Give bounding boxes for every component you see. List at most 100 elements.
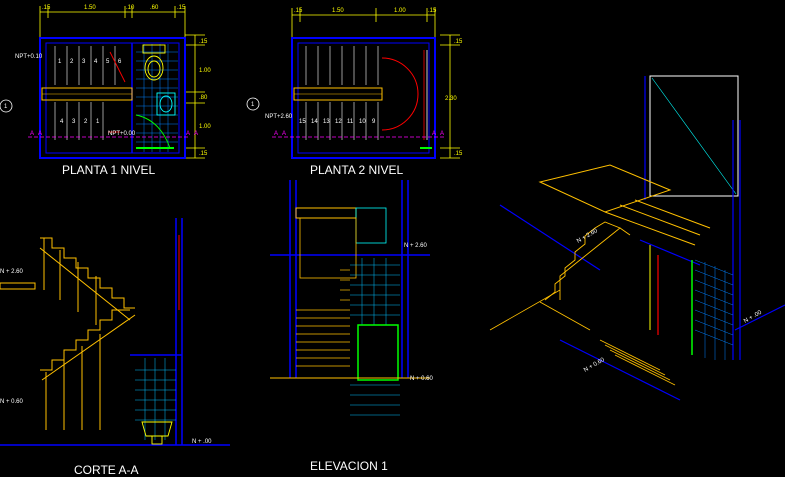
elevation-1: N + 2.60 N + 0.60 ELEVACION 1 bbox=[270, 180, 434, 473]
plan2-dimension-right bbox=[440, 34, 460, 159]
plan1-section-mark-left: A bbox=[30, 131, 34, 137]
elevation-title: ELEVACION 1 bbox=[310, 459, 388, 473]
plan1-dim-top-2: .10 bbox=[126, 5, 135, 11]
section-aa: N + 2.60 N + 0.60 N + .00 CORTE A-A bbox=[0, 218, 230, 477]
plan1-dim-top-4: .15 bbox=[177, 5, 186, 11]
elevation-stair-risers bbox=[296, 269, 350, 367]
section-title: CORTE A-A bbox=[74, 463, 138, 477]
iso-upper-landing bbox=[538, 164, 711, 246]
plan1-dim-top-3: .60 bbox=[150, 5, 159, 11]
plan1-dim-right-1: 1.00 bbox=[199, 68, 211, 74]
plan1-axis-label: 1 bbox=[4, 104, 8, 110]
plan2-landing-arc bbox=[381, 57, 419, 131]
plan2-step-11: 11 bbox=[347, 119, 354, 125]
plan2-section-mark-right: A bbox=[432, 131, 436, 137]
iso-stair-flight bbox=[539, 221, 631, 331]
plan1-axis-bubble bbox=[0, 99, 13, 113]
section-sink bbox=[141, 421, 173, 445]
plan2-outer-wall bbox=[291, 37, 436, 159]
plan2-section-mark-right-2: A bbox=[440, 131, 444, 137]
plan2-dim-right-1: 2.30 bbox=[445, 96, 457, 102]
iso-tiles bbox=[694, 259, 734, 360]
plan2-step-12: 12 bbox=[335, 119, 342, 125]
plan1-dim-top-1: 1.50 bbox=[84, 5, 96, 11]
plan1-title: PLANTA 1 NIVEL bbox=[62, 163, 155, 177]
plan1-outer-wall bbox=[39, 37, 186, 159]
plan1-dimension-right bbox=[185, 34, 205, 159]
plan1-stair-lower bbox=[54, 102, 104, 140]
plan2-stair-lower bbox=[305, 102, 379, 140]
plan2-step-14: 14 bbox=[311, 119, 318, 125]
plan2-step-9: 9 bbox=[372, 119, 376, 125]
iso-level-0: N + 2.60 bbox=[576, 228, 599, 245]
plan1-level-top: NPT+0.10 bbox=[15, 54, 43, 60]
plan1-section-mark-right: A bbox=[186, 131, 190, 137]
plan2-inner-wall bbox=[297, 42, 430, 154]
plan1-step-6: 6 bbox=[118, 59, 122, 65]
plan1-stair-upper bbox=[54, 46, 116, 85]
plan2-dim-top-2: 1.00 bbox=[394, 8, 406, 14]
elevation-level-0: N + 2.60 bbox=[404, 243, 428, 249]
plan2-dimension-top bbox=[291, 8, 436, 40]
section-stair-upper bbox=[39, 237, 135, 325]
plan1-step-4: 4 bbox=[94, 59, 98, 65]
plan2-stair-upper bbox=[305, 46, 379, 85]
iso-level-2: N + 0.60 bbox=[583, 357, 606, 374]
plan2-step-10: 10 bbox=[359, 119, 366, 125]
plan1-section-mark-right-2: A bbox=[194, 131, 198, 137]
plan1-inner-wall bbox=[45, 42, 180, 154]
plan1-door-swing bbox=[135, 114, 171, 149]
plan2-step-15: 15 bbox=[299, 119, 306, 125]
elevation-upper-window bbox=[355, 207, 387, 244]
elevation-level-1: N + 0.60 bbox=[410, 376, 434, 382]
elevation-tiles bbox=[350, 258, 400, 416]
plan1-section-mark-left-2: A bbox=[38, 131, 42, 137]
elevation-upper-room bbox=[299, 217, 357, 279]
plan2-section-mark-left: A bbox=[274, 131, 278, 137]
plan1-dimension-top bbox=[39, 6, 186, 40]
iso-lower-stair bbox=[489, 289, 676, 386]
plan2-dim-top-3: .15 bbox=[428, 8, 437, 14]
plan1-dim-top-0: .15 bbox=[42, 5, 51, 11]
plan-level-2: .15 1.50 1.00 .15 .15 2.30 .15 bbox=[246, 8, 463, 177]
elevation-walls bbox=[270, 180, 430, 378]
plan1-step-5: 5 bbox=[106, 59, 110, 65]
section-walls bbox=[0, 218, 230, 446]
plan1-dim-right-4: .15 bbox=[199, 151, 208, 157]
plan2-step-13: 13 bbox=[323, 119, 330, 125]
isometric-view: N + 2.60 N + .00 N + 0.60 bbox=[489, 75, 785, 401]
plan-level-1: .15 1.50 .10 .60 .15 .15 1.00 .80 1.00 .… bbox=[0, 5, 211, 177]
plan1-dim-right-0: .15 bbox=[199, 39, 208, 45]
plan1-sink bbox=[156, 92, 176, 116]
plan1-step-2: 2 bbox=[70, 59, 74, 65]
plan1-direction-arrow bbox=[109, 51, 126, 83]
plan1-level-bottom: NPT+0.00 bbox=[108, 131, 136, 137]
iso-window-glass bbox=[651, 77, 737, 195]
plan1-step-1: 1 bbox=[58, 59, 62, 65]
section-level-0: N + 2.60 bbox=[0, 269, 24, 275]
plan2-dim-top-1: 1.50 bbox=[332, 8, 344, 14]
plan2-dim-top-0: .15 bbox=[294, 8, 303, 14]
section-level-2: N + .00 bbox=[192, 439, 212, 445]
plan1-bath-tiles bbox=[136, 44, 178, 152]
plan1-dim-right-2: .80 bbox=[199, 95, 208, 101]
plan2-axis-label: 1 bbox=[251, 102, 255, 108]
plan2-title: PLANTA 2 NIVEL bbox=[310, 163, 403, 177]
plan2-dim-right-0: .15 bbox=[454, 39, 463, 45]
plan1-toilet bbox=[142, 44, 166, 81]
elevation-door bbox=[357, 324, 399, 381]
plan2-section-mark-left-2: A bbox=[282, 131, 286, 137]
plan1-dim-right-3: 1.00 bbox=[199, 124, 211, 130]
plan1-step-low-3: 3 bbox=[72, 119, 76, 125]
plan1-step-low-4: 4 bbox=[60, 119, 64, 125]
section-bath-tiles bbox=[135, 358, 176, 440]
section-stair-lower bbox=[40, 309, 136, 430]
plan1-step-low-1: 1 bbox=[96, 119, 100, 125]
plan1-step-low-2: 2 bbox=[84, 119, 88, 125]
plan1-step-3: 3 bbox=[82, 59, 86, 65]
iso-walls bbox=[499, 76, 785, 401]
section-level-1: N + 0.60 bbox=[0, 399, 24, 405]
plan2-dim-right-2: .15 bbox=[454, 151, 463, 157]
elevation-upper-landing bbox=[295, 207, 357, 219]
